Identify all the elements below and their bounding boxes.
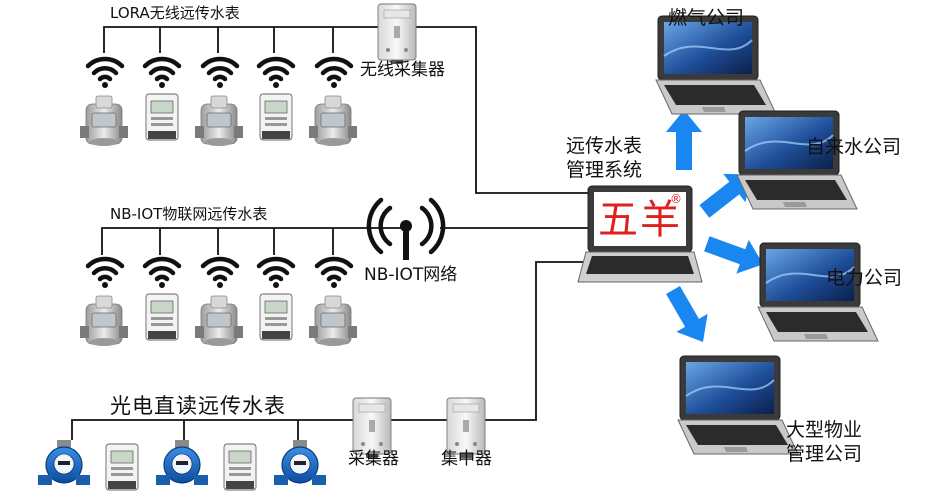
nbiot-title: NB-IOT物联网远传水表	[110, 205, 268, 223]
photo-title: 光电直读远传水表	[110, 394, 286, 418]
center-system-line2: 管理系统	[566, 159, 643, 181]
client-water-label: 自来水公司	[806, 136, 902, 158]
water-company-laptop	[736, 110, 858, 210]
lora-wireless-collector	[377, 3, 417, 65]
photo-meters	[37, 439, 327, 491]
gas-company-laptop	[655, 15, 777, 115]
client-property-label: 大型物业 管理公司	[786, 418, 862, 466]
lora-meters	[79, 93, 358, 147]
client-property-line1: 大型物业	[786, 419, 863, 441]
lora-wifi-icons	[88, 59, 351, 88]
center-laptop	[577, 185, 703, 283]
client-power-label: 电力公司	[826, 267, 903, 289]
client-property-line2: 管理公司	[786, 443, 863, 465]
photo-concentrator-label: 集中器	[441, 449, 492, 469]
center-system-label: 远传水表 管理系统	[566, 134, 642, 182]
nbiot-meters	[79, 293, 358, 347]
client-gas-label: 燃气公司	[668, 7, 745, 29]
connection-lines	[71, 26, 592, 440]
lora-collector-label: 无线采集器	[360, 60, 445, 80]
power-company-laptop	[757, 242, 879, 342]
nbiot-wifi-icons	[88, 259, 351, 288]
center-logo: 五羊	[598, 197, 682, 243]
photo-collector-label: 采集器	[348, 449, 399, 469]
nbiot-antenna-icon	[366, 197, 446, 260]
lora-title: LORA无线远传水表	[110, 4, 240, 22]
nbiot-network-label: NB-IOT网络	[364, 265, 458, 285]
center-system-line1: 远传水表	[566, 135, 643, 157]
property-company-laptop	[677, 355, 799, 455]
center-logo-mark: ®	[670, 192, 682, 206]
